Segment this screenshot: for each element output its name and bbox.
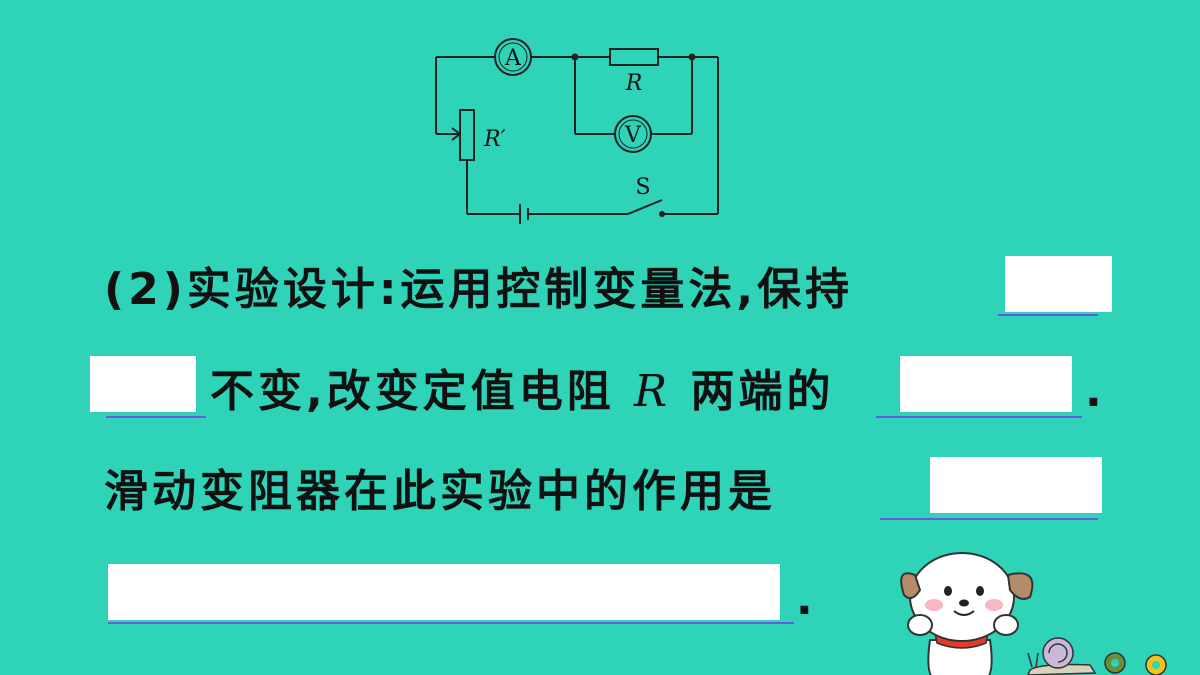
answer-underline-1b xyxy=(106,416,206,418)
voltmeter: V xyxy=(614,115,652,153)
answer-underline-3 xyxy=(880,518,1098,520)
svg-text:A: A xyxy=(504,46,522,71)
answer-underline-1 xyxy=(998,314,1098,316)
answer-blank-3a[interactable] xyxy=(930,457,1102,513)
rheostat-label: R′ xyxy=(483,127,506,152)
answer-blank-1b[interactable] xyxy=(90,356,196,412)
circuit-diagram: A V R R′ S xyxy=(435,38,719,224)
svg-text:V: V xyxy=(624,123,642,148)
question-line-1: (2)实验设计:运用控制变量法,保持 xyxy=(104,264,854,315)
resistor-label: R xyxy=(625,71,643,96)
variable-r: R xyxy=(634,366,672,417)
snail-decoration xyxy=(1027,637,1097,675)
puppy-mascot xyxy=(900,552,1167,675)
line-2-period: . xyxy=(1085,366,1102,417)
answer-blank-1a[interactable] xyxy=(1005,256,1112,312)
question-line-3: 滑动变阻器在此实验中的作用是 xyxy=(104,466,776,517)
answer-underline-4 xyxy=(108,622,794,624)
question-line-2a: 不变,改变定值电阻 xyxy=(210,366,615,417)
resistor-r xyxy=(609,48,659,66)
question-line-2b: 两端的 xyxy=(690,366,835,417)
rheostat xyxy=(459,109,475,161)
ammeter: A xyxy=(494,38,532,76)
answer-blank-3b[interactable] xyxy=(108,564,780,620)
question-line-2: 不变,改变定值电阻 R 两端的 xyxy=(210,370,835,414)
line-4-period: . xyxy=(796,574,813,625)
answer-underline-2 xyxy=(876,416,1082,418)
answer-blank-2[interactable] xyxy=(900,356,1072,412)
switch-label: S xyxy=(635,175,650,200)
